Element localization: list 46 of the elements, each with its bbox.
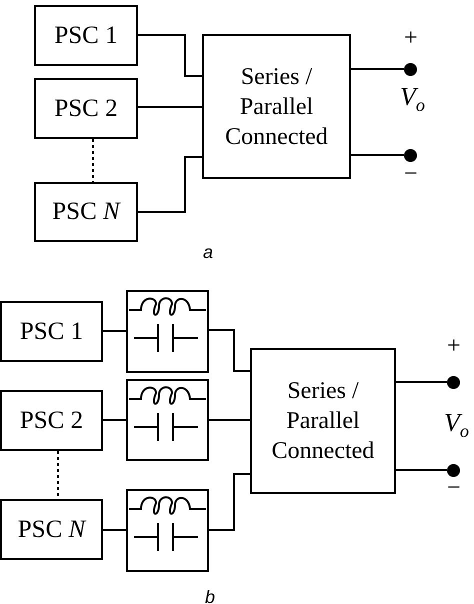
wire <box>103 419 126 421</box>
converter-box <box>34 182 138 242</box>
wire <box>103 330 126 332</box>
wire <box>396 469 447 471</box>
wire <box>103 529 126 531</box>
node-text: PSC 2 <box>20 406 84 436</box>
wire <box>209 419 250 421</box>
converter-box <box>0 390 103 451</box>
combiner-box <box>202 34 351 179</box>
terminal-label: − <box>404 162 418 186</box>
filter-box <box>126 489 209 572</box>
node-text: PSC 1 <box>20 316 84 347</box>
converter-box <box>0 301 103 362</box>
node-text: PSC 2 <box>54 94 118 124</box>
node-text: Series / Parallel Connected <box>224 62 329 152</box>
combiner-box <box>250 348 396 494</box>
converter-box <box>34 78 138 139</box>
wire <box>396 381 447 383</box>
terminal-label: V$_{o}$ <box>400 84 425 114</box>
figure-label: a <box>203 243 214 261</box>
terminal-dot <box>447 464 460 477</box>
terminal-label: V$_{o}$ <box>444 410 469 440</box>
wire <box>209 329 250 372</box>
wire <box>138 106 202 108</box>
wire <box>351 154 404 156</box>
terminal-label: + <box>447 334 461 358</box>
wire <box>351 68 404 70</box>
filter-box <box>126 290 209 373</box>
wire <box>138 34 202 77</box>
terminal-label: − <box>447 476 461 500</box>
terminal-dot <box>447 376 460 389</box>
node-text: PSC 1 <box>54 20 118 51</box>
dotted-connector <box>57 451 59 499</box>
terminal-dot <box>404 63 417 76</box>
node-text: PSC N <box>52 197 120 228</box>
terminal-label: + <box>404 26 418 50</box>
converter-box <box>34 5 138 66</box>
wire <box>138 156 202 213</box>
filter-box <box>126 379 209 461</box>
node-text: Series / Parallel Connected <box>270 377 376 466</box>
converter-box <box>0 499 103 560</box>
dotted-connector <box>92 139 94 182</box>
terminal-dot <box>404 149 417 162</box>
figure-label: b <box>205 588 216 604</box>
node-text: PSC N <box>18 514 86 545</box>
wire <box>209 473 250 531</box>
